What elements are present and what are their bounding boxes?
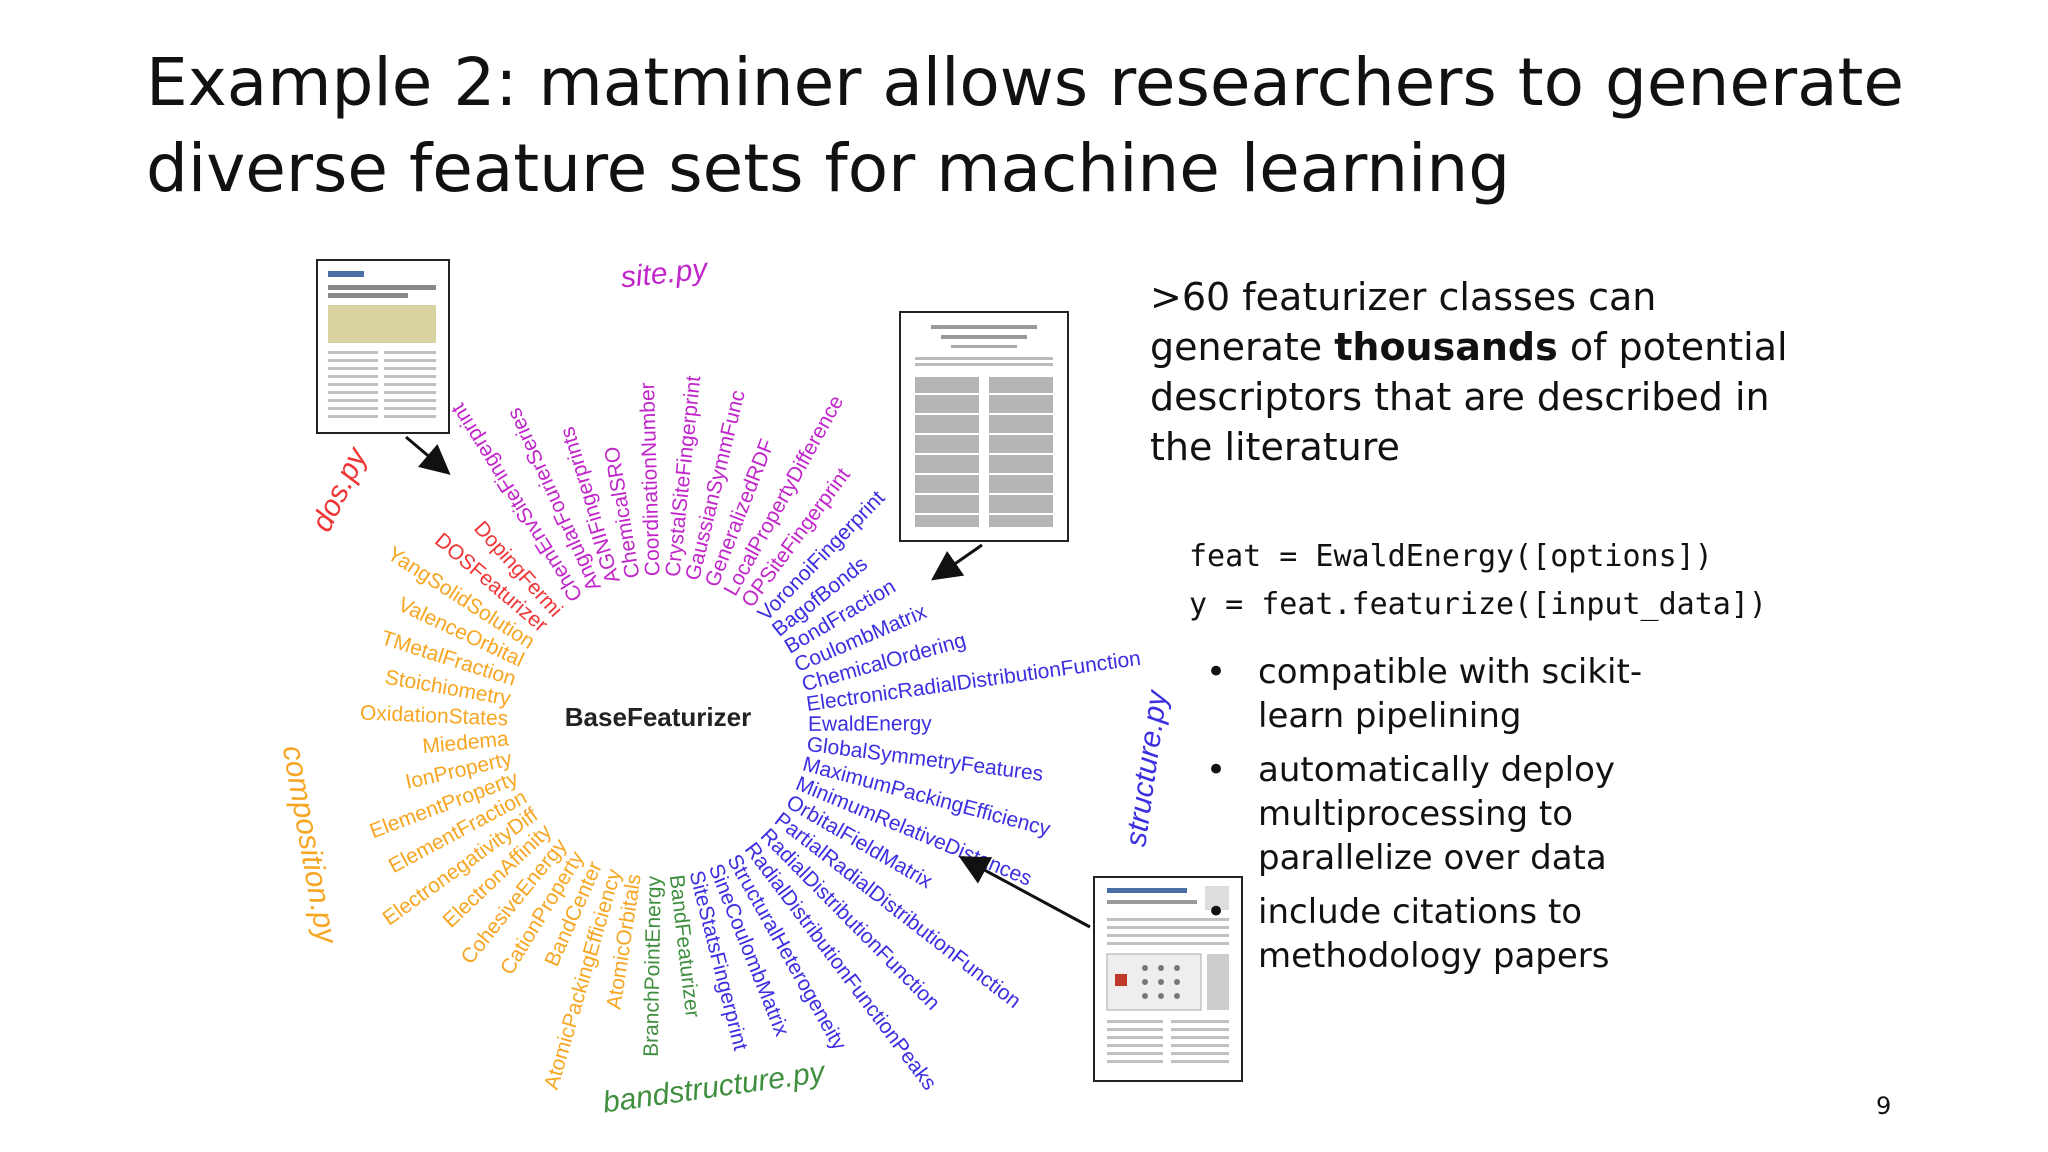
code-line: y = feat.featurize([input_data]) bbox=[1189, 587, 1767, 622]
bullet-item: • include citations to methodology paper… bbox=[1206, 890, 1818, 978]
bullet-item: • compatible with scikit- learn pipelini… bbox=[1206, 650, 1818, 738]
bullet-line: parallelize over data bbox=[1258, 838, 1607, 878]
paper-arrow-top-right bbox=[931, 543, 983, 581]
slide-title: Example 2: matminer allows researchers t… bbox=[146, 40, 1946, 212]
module-label-composition: composition.py bbox=[276, 743, 344, 948]
featurizer-label: EwaldEnergy bbox=[808, 712, 932, 736]
bullet-marker: • bbox=[1206, 652, 1227, 692]
description-segment: of potential bbox=[1557, 325, 1788, 369]
description-segment: generate bbox=[1150, 325, 1335, 369]
code-snippet: feat = EwaldEnergy([options]) y = feat.f… bbox=[1189, 533, 1767, 629]
featurizer-label: BranchPointEnergy bbox=[640, 875, 666, 1057]
bullet-line: automatically deploy bbox=[1258, 750, 1616, 790]
description-line: descriptors that are described in bbox=[1150, 375, 1770, 419]
description-text: >60 featurizer classes can generate thou… bbox=[1150, 272, 1830, 472]
paper-thumbnail-image bbox=[899, 311, 1069, 542]
paper-arrow-top-left bbox=[405, 435, 451, 475]
bullet-line: include citations to bbox=[1258, 892, 1583, 932]
code-line: feat = EwaldEnergy([options]) bbox=[1189, 539, 1713, 574]
slide-title-line: diverse feature sets for machine learnin… bbox=[146, 130, 1511, 207]
paper-thumbnail-image bbox=[1093, 876, 1243, 1082]
description-line: generate thousands of potential bbox=[1150, 322, 1830, 372]
base-featurizer-label: BaseFeaturizer bbox=[565, 702, 751, 732]
paper-thumbnail-image bbox=[316, 259, 450, 434]
module-label-structure: structure.py bbox=[1119, 687, 1174, 849]
bullet-line: learn pipelining bbox=[1258, 696, 1522, 736]
bullet-item: • automatically deploy multiprocessing t… bbox=[1206, 748, 1818, 880]
bullet-line: multiprocessing to bbox=[1258, 794, 1574, 834]
description-line: >60 featurizer classes can bbox=[1150, 275, 1657, 319]
bullet-marker: • bbox=[1206, 892, 1227, 932]
bullet-line: compatible with scikit- bbox=[1258, 652, 1643, 692]
feature-bullets: • compatible with scikit- learn pipelini… bbox=[1206, 650, 1818, 988]
module-label-site: site.py bbox=[619, 252, 711, 294]
paper-arrow-bottom-right bbox=[958, 856, 1091, 929]
description-bold-word: thousands bbox=[1334, 325, 1558, 369]
bullet-marker: • bbox=[1206, 750, 1227, 790]
page-number: 9 bbox=[1876, 1092, 1892, 1120]
featurizer-label: CoordinationNumber bbox=[636, 382, 664, 576]
module-label-dos: dos.py bbox=[305, 441, 374, 537]
slide-title-line: Example 2: matminer allows researchers t… bbox=[146, 44, 1905, 121]
bullet-line: methodology papers bbox=[1258, 936, 1610, 976]
description-line: the literature bbox=[1150, 425, 1400, 469]
module-label-bandstructure: bandstructure.py bbox=[601, 1055, 829, 1119]
